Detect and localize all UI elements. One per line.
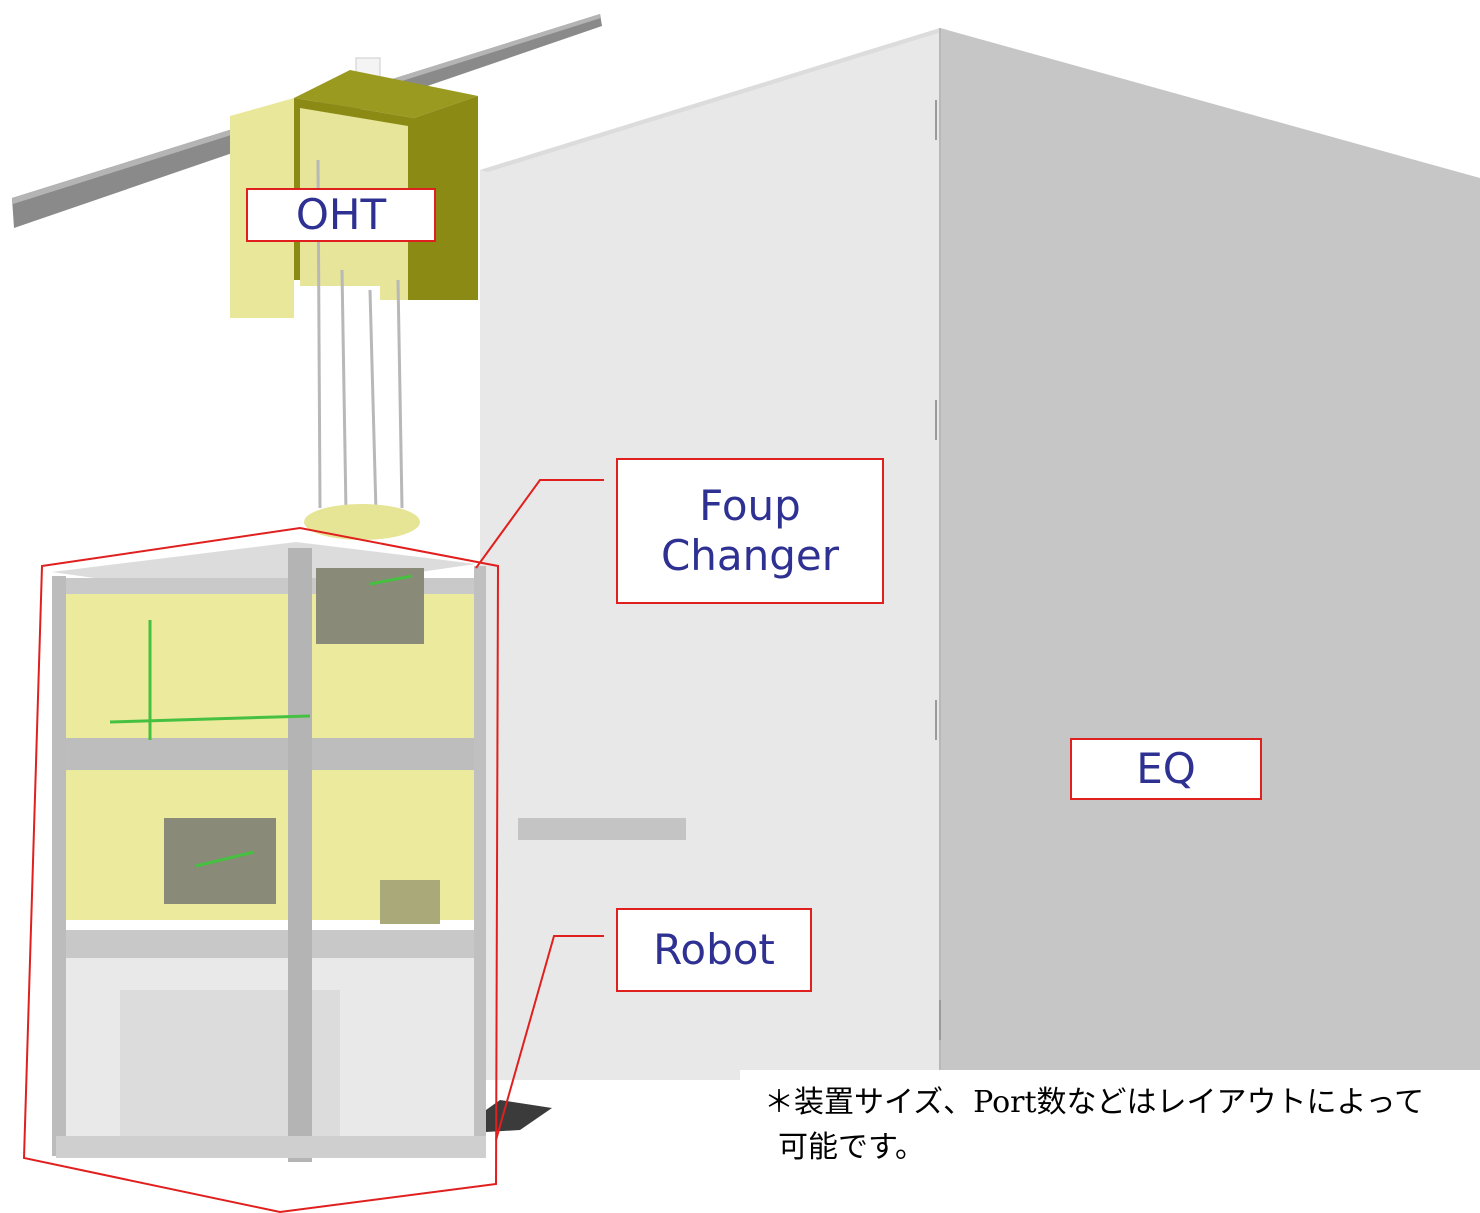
foup-changer-label-line1: Foup xyxy=(699,481,801,531)
oht-label: OHT xyxy=(246,188,436,242)
eq-panel-ticks xyxy=(935,100,941,1040)
fc-mid-beam xyxy=(56,738,484,770)
eq-top-edge xyxy=(480,28,948,172)
fc-center-post xyxy=(288,548,312,1162)
fc-base xyxy=(56,1136,486,1158)
robot-label-text: Robot xyxy=(653,925,775,975)
fc-green-line-c xyxy=(369,574,413,586)
fc-left-post xyxy=(52,576,66,1156)
footnote-line1: ＊装置サイズ、Port数などはレイアウトによって xyxy=(764,1085,1425,1120)
fc-green-line-d xyxy=(195,850,255,868)
foup-changer-label: Foup Changer xyxy=(616,458,884,604)
fc-green-line-b xyxy=(109,714,311,724)
oht-gripper xyxy=(304,504,420,540)
fc-robot-bracket xyxy=(380,880,440,924)
footnote: ＊装置サイズ、Port数などはレイアウトによって 可能です。 xyxy=(740,1070,1480,1213)
oht-label-text: OHT xyxy=(295,190,387,240)
robot-label: Robot xyxy=(616,908,812,992)
foup-changer-leader xyxy=(475,479,604,569)
eq-load-slot xyxy=(518,818,686,840)
footnote-line2: 可能です。 xyxy=(778,1130,925,1165)
oht-olive-side xyxy=(414,96,478,300)
eq-label-text: EQ xyxy=(1136,744,1196,794)
robot-leader xyxy=(495,935,604,1141)
foup-changer-outline xyxy=(22,526,500,1213)
eq-front-face xyxy=(940,28,1480,1070)
foup-changer-label-line2: Changer xyxy=(660,531,840,580)
fc-right-post xyxy=(474,566,486,1156)
fc-connector xyxy=(486,1100,552,1132)
eq-label: EQ xyxy=(1070,738,1262,800)
oht-olive-top xyxy=(294,70,478,118)
fc-foup-top xyxy=(316,568,424,644)
fc-low-beam xyxy=(56,930,484,958)
